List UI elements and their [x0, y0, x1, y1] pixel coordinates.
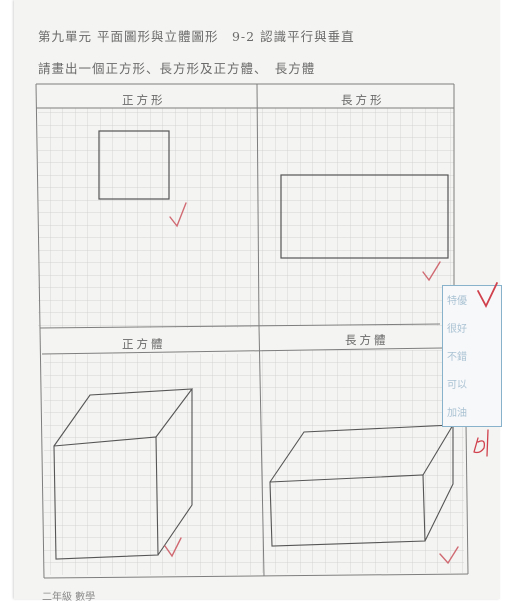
score-mark	[473, 429, 489, 457]
drawn-cuboid	[269, 424, 454, 547]
red-checkmarks	[164, 202, 459, 565]
panel-label-cuboid: 長方體	[345, 333, 389, 347]
rating-item: 不錯	[447, 352, 467, 363]
rating-stamp: 特優 很好 不錯 可以 加油	[442, 285, 502, 427]
grid-area-square	[38, 108, 257, 328]
drawn-rectangle	[280, 174, 449, 259]
panel-label-square: 正方形	[122, 93, 166, 107]
rating-item: 很好	[447, 324, 467, 335]
checkmark-icon	[477, 282, 498, 308]
worksheet-prompt: 請畫出一個正方形、長方形及正方體、 長方體	[38, 61, 316, 76]
checkmark-icon	[169, 202, 187, 228]
grid-area-cuboid	[262, 350, 464, 573]
footer-note: 二年級 數學	[42, 592, 96, 603]
drawn-square	[98, 130, 170, 200]
table-borders	[35, 83, 469, 579]
checkmark-icon	[422, 261, 441, 282]
rating-item: 加油	[447, 408, 467, 419]
checkmark-icon	[164, 537, 182, 558]
panel-label-rectangle: 長方形	[341, 93, 385, 107]
worksheet-title: 第九單元 平面圖形與立體圖形 9-2 認識平行與垂直	[38, 29, 355, 44]
panel-label-cube: 正方體	[122, 337, 166, 351]
checkmark-icon	[439, 546, 459, 565]
rating-item: 特優	[447, 296, 467, 307]
grid-area-rectangle	[257, 108, 454, 326]
drawn-cube	[53, 388, 194, 560]
rating-item: 可以	[447, 380, 467, 391]
